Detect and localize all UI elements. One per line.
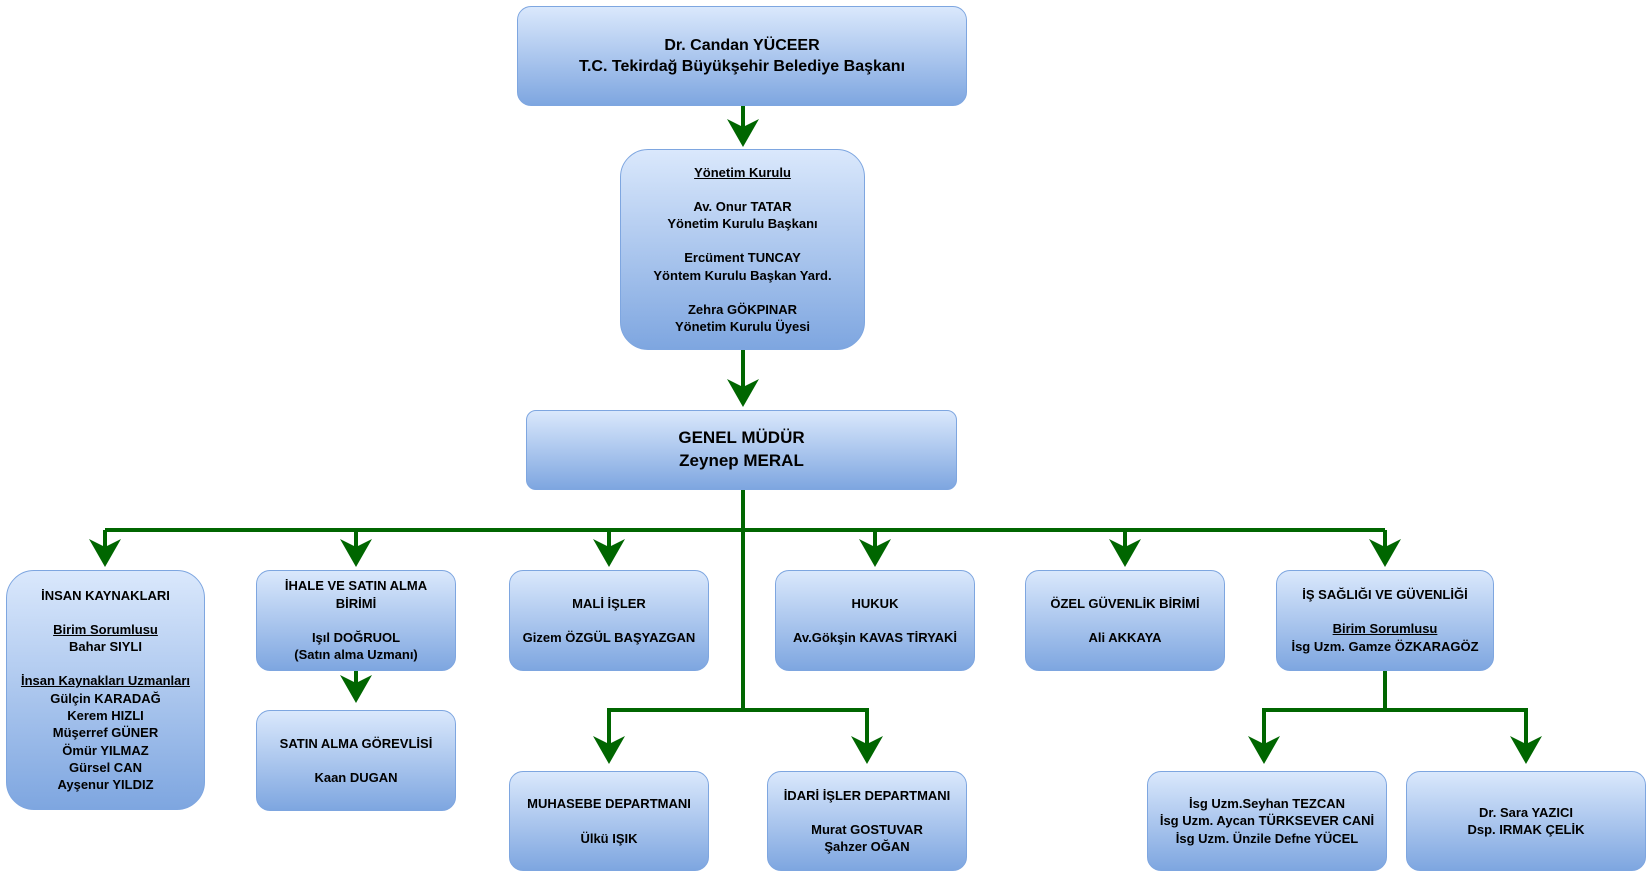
- ohs-expert-name1: İsg Uzm.Seyhan TEZCAN: [1188, 796, 1346, 812]
- ohs-expert-name3: İsg Uzm. Ünzile Defne YÜCEL: [1175, 830, 1359, 846]
- ohs-doctor-name1: Dr. Sara YAZICI: [1479, 804, 1573, 820]
- security-name: Ali AKKAYA: [1088, 630, 1162, 645]
- hr-experts-label: İnsan Kaynakları Uzmanları: [20, 673, 191, 689]
- connector-to-ohs-experts: [1248, 708, 1385, 764]
- board-heading: Yönetim Kurulu: [694, 164, 791, 180]
- procurement-title-line1: İHALE VE SATIN ALMA: [284, 578, 428, 594]
- connector-to-accounting: [593, 708, 743, 764]
- purchasing-officer-title: SATIN ALMA GÖREVLİSİ: [279, 735, 433, 751]
- board-member2-name: Ercüment TUNCAY: [684, 250, 801, 266]
- hr-expert: Ömür YILMAZ: [62, 742, 149, 758]
- accounting-name: Ülkü IŞIK: [580, 830, 638, 846]
- board-member3-role: Yönetim Kurulu Üyesi: [674, 319, 811, 335]
- board-member1-name: Av. Onur TATAR: [693, 198, 792, 214]
- gm-title: GENEL MÜDÜR: [678, 428, 805, 448]
- hr-title: İNSAN KAYNAKLARI: [41, 587, 170, 603]
- node-finance: MALİ İŞLER Gizem ÖZGÜL BAŞYAZGAN: [509, 570, 709, 671]
- node-ohs-experts: İsg Uzm.Seyhan TEZCAN İsg Uzm. Aycan TÜR…: [1147, 771, 1387, 871]
- security-title: ÖZEL GÜVENLİK BİRİMİ: [1050, 595, 1200, 611]
- mayor-title: T.C. Tekirdağ Büyükşehir Belediye Başkan…: [578, 58, 906, 75]
- node-admin-affairs: İDARİ İŞLER DEPARTMANI Murat GOSTUVAR Şa…: [767, 771, 967, 871]
- board-member2-role: Yöntem Kurulu Başkan Yard.: [653, 267, 832, 283]
- hr-expert: Müşerref GÜNER: [52, 725, 159, 741]
- node-legal: HUKUK Av.Gökşin KAVAS TİRYAKİ: [775, 570, 975, 671]
- node-general-manager: GENEL MÜDÜR Zeynep MERAL: [526, 410, 957, 490]
- finance-name: Gizem ÖZGÜL BAŞYAZGAN: [522, 630, 696, 645]
- hr-expert: Gürsel CAN: [69, 759, 142, 775]
- ohs-title: İŞ SAĞLIĞI VE GÜVENLİĞİ: [1302, 587, 1468, 603]
- finance-title: MALİ İŞLER: [572, 595, 646, 611]
- ohs-lead-name: İsg Uzm. Gamze ÖZKARAGÖZ: [1291, 638, 1479, 654]
- node-accounting: MUHASEBE DEPARTMANI Ülkü IŞIK: [509, 771, 709, 871]
- ohs-doctor-name2: Dsp. IRMAK ÇELİK: [1467, 822, 1585, 837]
- node-ohs: İŞ SAĞLIĞI VE GÜVENLİĞİ Birim Sorumlusu …: [1276, 570, 1494, 671]
- procurement-role: (Satın alma Uzmanı): [294, 647, 418, 663]
- hr-expert: Gülçin KARADAĞ: [50, 690, 161, 706]
- hr-lead-label: Birim Sorumlusu: [53, 621, 158, 637]
- legal-name: Av.Gökşin KAVAS TİRYAKİ: [793, 630, 957, 645]
- procurement-title-line2: BİRİMİ: [335, 595, 377, 611]
- node-board: Yönetim Kurulu Av. Onur TATAR Yönetim Ku…: [620, 149, 865, 350]
- node-ohs-doctors: Dr. Sara YAZICI Dsp. IRMAK ÇELİK: [1406, 771, 1646, 871]
- mayor-name: Dr. Candan YÜCEER: [664, 36, 820, 54]
- accounting-title: MUHASEBE DEPARTMANI: [527, 796, 691, 812]
- legal-title: HUKUK: [851, 595, 899, 611]
- node-mayor: Dr. Candan YÜCEER T.C. Tekirdağ Büyükşeh…: [517, 6, 967, 106]
- connector-to-ohs-doctors: [1385, 708, 1542, 764]
- node-procurement: İHALE VE SATIN ALMA BİRİMİ Işıl DOĞRUOL …: [256, 570, 456, 671]
- board-member3-name: Zehra GÖKPINAR: [687, 301, 798, 317]
- node-purchasing-officer: SATIN ALMA GÖREVLİSİ Kaan DUGAN: [256, 710, 456, 811]
- ohs-lead-label: Birim Sorumlusu: [1332, 621, 1438, 637]
- ohs-expert-name2: İsg Uzm. Aycan TÜRKSEVER CANİ: [1159, 813, 1375, 829]
- admin-affairs-title: İDARİ İŞLER DEPARTMANI: [783, 787, 951, 803]
- node-hr: İNSAN KAYNAKLARI Birim Sorumlusu Bahar S…: [6, 570, 205, 810]
- hr-expert: Kerem HIZLI: [67, 708, 144, 723]
- board-member1-role: Yönetim Kurulu Başkanı: [667, 216, 818, 232]
- gm-name: Zeynep MERAL: [679, 451, 804, 470]
- connector-to-admin-affairs: [743, 708, 883, 764]
- admin-affairs-name2: Şahzer OĞAN: [824, 839, 910, 855]
- hr-expert: Ayşenur YILDIZ: [57, 777, 154, 793]
- hr-lead-name: Bahar SIYLI: [69, 639, 142, 655]
- procurement-name: Işıl DOĞRUOL: [311, 630, 401, 645]
- admin-affairs-name1: Murat GOSTUVAR: [811, 821, 923, 837]
- node-security: ÖZEL GÜVENLİK BİRİMİ Ali AKKAYA: [1025, 570, 1225, 671]
- purchasing-officer-name: Kaan DUGAN: [314, 770, 398, 785]
